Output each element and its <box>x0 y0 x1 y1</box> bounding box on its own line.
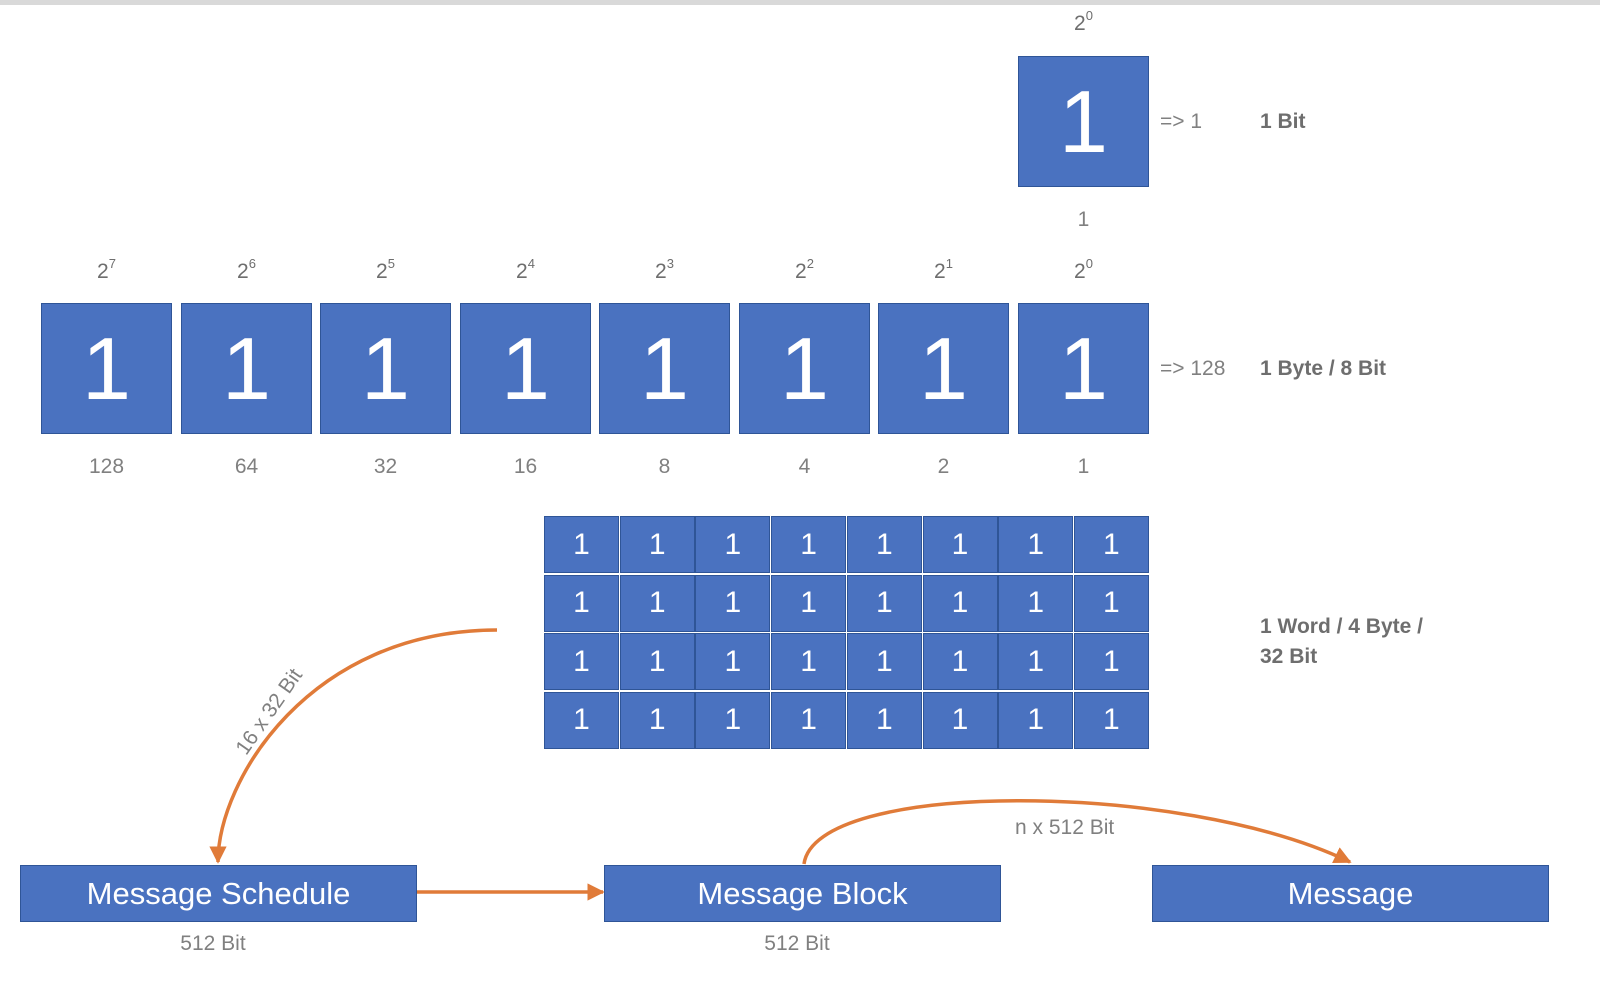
word-title: 1 Word / 4 Byte / 32 Bit <box>1260 612 1423 672</box>
byte-place-value: 32 <box>373 455 398 478</box>
word-grid-cell: 1 <box>695 574 771 632</box>
word-grid-cell: 1 <box>922 516 998 573</box>
byte-power-label: 22 <box>795 256 814 283</box>
byte-cell: 1 <box>41 303 172 434</box>
word-grid-cell: 1 <box>619 574 695 632</box>
message-schedule-box: Message Schedule <box>20 865 417 922</box>
byte-place-value: 2 <box>937 455 950 478</box>
byte-power-label: 23 <box>655 256 674 283</box>
byte-power-label: 21 <box>934 256 953 283</box>
message-block-box: Message Block <box>604 865 1001 922</box>
word-grid-cell: 1 <box>922 691 998 749</box>
word-grid-cell: 1 <box>846 633 922 690</box>
word-grid-cell: 1 <box>922 574 998 632</box>
word-grid-cell: 1 <box>1073 691 1149 749</box>
word-grid-cell: 1 <box>695 633 771 690</box>
word-grid-cell: 1 <box>1073 516 1149 573</box>
word-grid-cell: 1 <box>846 691 922 749</box>
byte-power-label: 26 <box>237 256 256 283</box>
word-grid-cell: 1 <box>1073 633 1149 690</box>
byte-place-value: 4 <box>798 455 811 478</box>
word-grid-cell: 1 <box>695 691 771 749</box>
word-grid-cell: 1 <box>544 574 619 632</box>
byte-power-label: 24 <box>516 256 535 283</box>
word-grid-cell: 1 <box>544 516 619 573</box>
top-border <box>0 0 1600 5</box>
message-arc-label: n x 512 Bit <box>1015 816 1115 839</box>
byte-place-value: 128 <box>88 455 125 478</box>
word-grid-cell: 1 <box>846 574 922 632</box>
byte-power-label: 20 <box>1074 256 1093 283</box>
word-title-line1: 1 Word / 4 Byte / <box>1260 615 1423 638</box>
byte-cell: 1 <box>878 303 1009 434</box>
word-grid-cell: 1 <box>1073 574 1149 632</box>
word-grid-cell: 1 <box>771 633 847 690</box>
block-to-message-arrow <box>802 799 1352 865</box>
word-grid-cell: 1 <box>998 633 1074 690</box>
bit-title: 1 Bit <box>1260 110 1306 133</box>
message-box: Message <box>1152 865 1549 922</box>
word-grid-cell: 1 <box>998 574 1074 632</box>
word-grid-cell: 1 <box>695 516 771 573</box>
bit-result: => 1 <box>1160 110 1203 133</box>
byte-cell: 1 <box>739 303 870 434</box>
word-grid-cell: 1 <box>619 633 695 690</box>
byte-place-value: 8 <box>658 455 671 478</box>
byte-cell: 1 <box>460 303 591 434</box>
byte-place-value: 1 <box>1077 455 1090 478</box>
word-grid-cell: 1 <box>998 691 1074 749</box>
word-grid-cell: 1 <box>998 516 1074 573</box>
word-grid-cell: 1 <box>771 574 847 632</box>
byte-power-label: 25 <box>376 256 395 283</box>
word-grid-cell: 1 <box>544 633 619 690</box>
bit-power-label: 20 <box>1074 8 1093 35</box>
byte-cell: 1 <box>320 303 451 434</box>
word-title-line2: 32 Bit <box>1260 645 1318 668</box>
bit-place-value: 1 <box>1077 208 1090 231</box>
word-grid-cell: 1 <box>619 516 695 573</box>
byte-place-value: 64 <box>234 455 259 478</box>
word-grid-cell: 1 <box>544 691 619 749</box>
byte-cell: 1 <box>599 303 730 434</box>
byte-title: 1 Byte / 8 Bit <box>1260 357 1387 380</box>
byte-result: => 128 <box>1160 357 1226 380</box>
byte-place-value: 16 <box>513 455 538 478</box>
byte-cell: 1 <box>181 303 312 434</box>
word-grid-cell: 1 <box>619 691 695 749</box>
byte-power-label: 27 <box>97 256 116 283</box>
word-grid-cell: 1 <box>771 516 847 573</box>
word-grid-cell: 1 <box>922 633 998 690</box>
word-grid-cell: 1 <box>771 691 847 749</box>
word-to-schedule-arrow <box>209 628 498 864</box>
byte-cell: 1 <box>1018 303 1149 434</box>
word-grid-cell: 1 <box>846 516 922 573</box>
message-block-size: 512 Bit <box>764 932 830 955</box>
message-schedule-size: 512 Bit <box>180 932 246 955</box>
bit-cell: 1 <box>1018 56 1149 187</box>
